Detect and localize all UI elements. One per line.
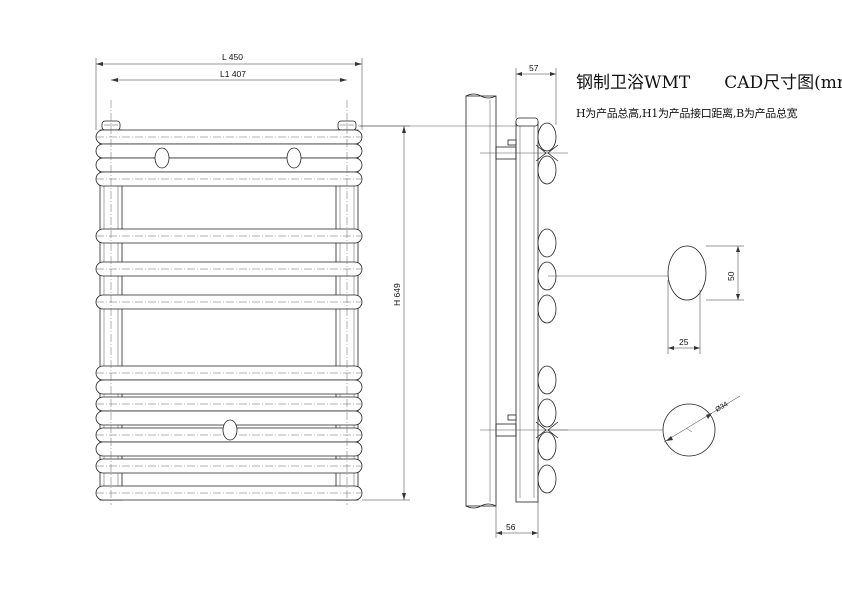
- product-name: 钢制卫浴WMT: [576, 73, 691, 93]
- detail-pipe-diameter: Ø34: [662, 395, 741, 457]
- tube-section-1: [537, 122, 557, 152]
- dim-total-width: L 450: [222, 52, 243, 62]
- tube-group-middle-1: [95, 228, 363, 310]
- wall-mount-hole-bottom: [222, 419, 238, 441]
- side-view: 57 56: [358, 63, 668, 538]
- tube-group-top: [95, 129, 363, 187]
- cad-label: CAD尺寸图(mm): [724, 73, 842, 93]
- dim-pipe-diameter: Ø34: [714, 401, 729, 414]
- tube-section-9: [537, 464, 557, 494]
- dim-tube-width: 25: [679, 337, 689, 347]
- front-view: L 450 L1 407 H 649: [95, 52, 410, 505]
- dim-interface-width: L1 407: [220, 69, 246, 79]
- tube-section-7: [537, 398, 557, 428]
- dim-depth-bottom: 56: [506, 522, 516, 532]
- drawing-title: 钢制卫浴WMT CAD尺寸图(mm): [576, 68, 842, 93]
- tube-section-5: [537, 294, 557, 324]
- side-column: [515, 121, 539, 503]
- tube-section-6: [537, 365, 557, 395]
- detail-tube-section: 50 25: [667, 245, 744, 354]
- tube-group-middle-2: [95, 365, 363, 474]
- dim-tube-height: 50: [726, 271, 736, 281]
- top-bracket: [480, 139, 568, 162]
- dim-total-height: H 649: [392, 283, 402, 306]
- tube-section-3: [537, 228, 557, 258]
- wall-mount-hole-left: [154, 147, 170, 169]
- tube-section-2: [537, 155, 557, 185]
- side-top-cap: [515, 117, 539, 127]
- tube-section-8: [537, 431, 557, 461]
- dim-depth-top: 57: [529, 63, 539, 73]
- drawing-subtitle: H为产品总高,H1为产品接口距离,B为产品总宽: [576, 107, 798, 120]
- wall-mount-hole-right: [286, 147, 302, 169]
- wall-section: [465, 95, 497, 507]
